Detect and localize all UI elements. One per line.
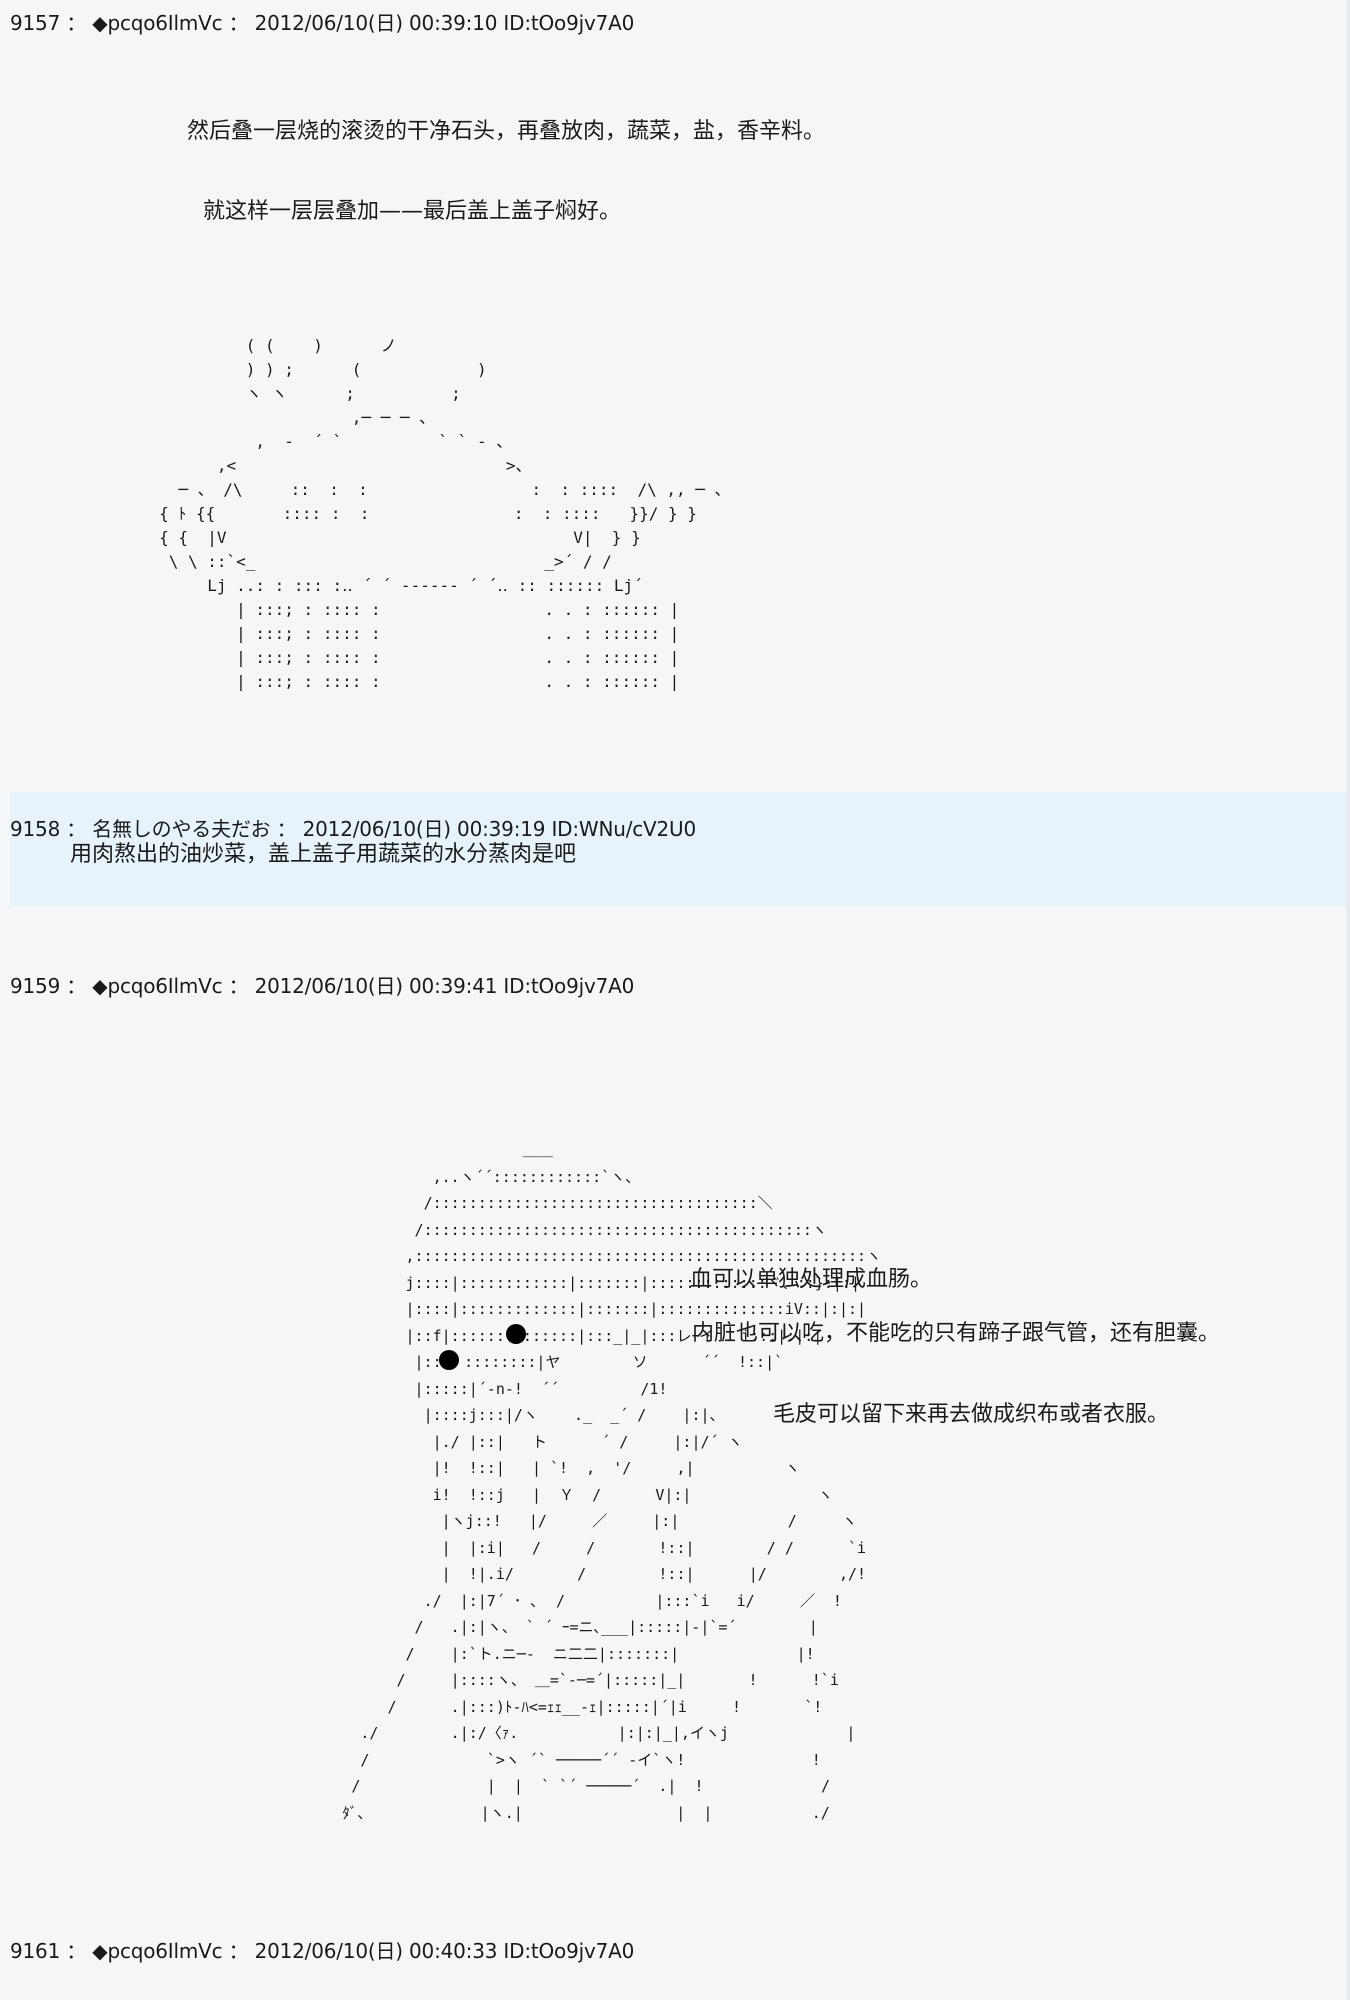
ascii-art-pot: ( ( ) ノ ) ) ; ( ) ヽ ヽ ; ; ,─ ─ ─ 、 , - ´… <box>159 336 731 691</box>
post-header: 9159 ： ◆pcqo6IlmVc ： 2012/06/10(日) 00:39… <box>10 973 634 999</box>
poster-name: ◆pcqo6IlmVc <box>92 974 223 998</box>
eye-dot-right <box>506 1324 526 1344</box>
post-text-line: 毛皮可以留下来再去做成织布或者衣服。 <box>773 1402 1170 1427</box>
post-header: 9158 ： 名無しのやる夫だお ： 2012/06/10(日) 00:39:1… <box>10 816 696 842</box>
poster-id: ID:tOo9jv7A0 <box>503 974 635 998</box>
post-date: 2012/06/10(日) 00:39:41 <box>254 974 498 998</box>
separator: ： <box>66 974 87 998</box>
post-header: 9161 ： ◆pcqo6IlmVc ： 2012/06/10(日) 00:40… <box>10 1938 634 1964</box>
post-header: 9157 ： ◆pcqo6IlmVc ： 2012/06/10(日) 00:39… <box>10 10 634 36</box>
post-text-line: 然后叠一层烧的滚烫的干净石头，再叠放肉，蔬菜，盐，香辛料。 <box>187 119 826 144</box>
separator: ： <box>66 817 87 841</box>
highlighted-post <box>10 792 1346 906</box>
post-text-line: 用肉熬出的油炒菜，盖上盖子用蔬菜的水分蒸肉是吧 <box>70 842 577 867</box>
post-date: 2012/06/10(日) 00:40:33 <box>254 1939 498 1963</box>
post-date: 2012/06/10(日) 00:39:19 <box>302 817 546 841</box>
separator: ： <box>228 11 249 35</box>
post-number[interactable]: 9157 <box>10 11 61 35</box>
poster-id: ID:tOo9jv7A0 <box>503 11 635 35</box>
post-number[interactable]: 9159 <box>10 974 61 998</box>
poster-id: ID:tOo9jv7A0 <box>503 1939 635 1963</box>
post-date: 2012/06/10(日) 00:39:10 <box>254 11 498 35</box>
post-text-line: 内脏也可以吃，不能吃的只有蹄子跟气管，还有胆囊。 <box>692 1321 1221 1346</box>
poster-id: ID:WNu/cV2U0 <box>551 817 697 841</box>
poster-name: ◆pcqo6IlmVc <box>92 1939 223 1963</box>
right-gutter <box>1346 0 1350 2000</box>
post-number[interactable]: 9161 <box>10 1939 61 1963</box>
separator: ： <box>228 974 249 998</box>
poster-name: 名無しのやる夫だお <box>92 817 271 841</box>
separator: ： <box>228 1939 249 1963</box>
eye-dot-left <box>439 1350 459 1370</box>
ascii-art-figure: ＿＿ ,..ヽ´´::::::::::::`ヽ、 /::::::::::::::… <box>342 1141 882 1822</box>
post-text-line: 血可以单独处理成血肠。 <box>690 1267 933 1292</box>
poster-name: ◆pcqo6IlmVc <box>92 11 223 35</box>
post-number[interactable]: 9158 <box>10 817 61 841</box>
separator: ： <box>66 1939 87 1963</box>
separator: ： <box>66 11 87 35</box>
separator: ： <box>276 817 297 841</box>
post-text-line: 就这样一层层叠加——最后盖上盖子焖好。 <box>203 199 622 224</box>
